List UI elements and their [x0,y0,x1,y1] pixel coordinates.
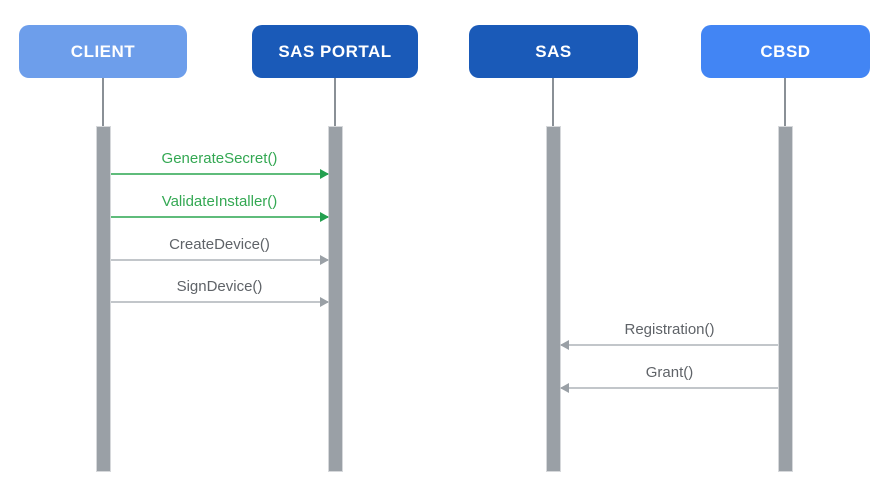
activation-bar-sas [546,126,561,472]
lifeline-cbsd [784,78,786,126]
lifeline-sas-portal [334,78,336,126]
message-grant: Grant() [560,364,778,393]
message-grant-line [560,383,778,393]
message-create-device: CreateDevice() [111,236,329,265]
message-validate-installer-label: ValidateInstaller() [161,193,278,210]
actor-cbsd: CBSD [701,25,870,78]
activation-bar-cbsd [778,126,793,472]
message-validate-installer-line [111,212,329,222]
actor-client-label: CLIENT [70,41,136,61]
lifeline-client [102,78,104,126]
actor-sas-portal-label: SAS PORTAL [278,41,392,61]
message-create-device-line [111,255,329,265]
actor-sas-portal: SAS PORTAL [252,25,418,78]
lifeline-sas [552,78,554,126]
message-sign-device: SignDevice() [111,278,329,307]
arrow-right-icon [320,169,329,179]
message-generate-secret-label: GenerateSecret() [161,150,278,167]
message-sign-device-line [111,297,329,307]
message-registration-label: Registration() [624,321,715,338]
actor-sas: SAS [469,25,638,78]
message-generate-secret: GenerateSecret() [111,150,329,179]
message-generate-secret-line [111,169,329,179]
arrow-right-icon [320,255,329,265]
arrow-left-icon [560,340,569,350]
message-registration: Registration() [560,321,778,350]
message-registration-line [560,340,778,350]
arrow-left-icon [560,383,569,393]
message-grant-label: Grant() [645,364,694,381]
message-validate-installer: ValidateInstaller() [111,193,329,222]
message-create-device-label: CreateDevice() [169,236,270,253]
activation-bar-sas-portal [328,126,343,472]
activation-bar-client [96,126,111,472]
actor-cbsd-label: CBSD [760,41,811,61]
arrow-right-icon [320,297,329,307]
message-sign-device-label: SignDevice() [176,278,263,295]
actor-client: CLIENT [19,25,187,78]
actor-sas-label: SAS [535,41,572,61]
arrow-right-icon [320,212,329,222]
